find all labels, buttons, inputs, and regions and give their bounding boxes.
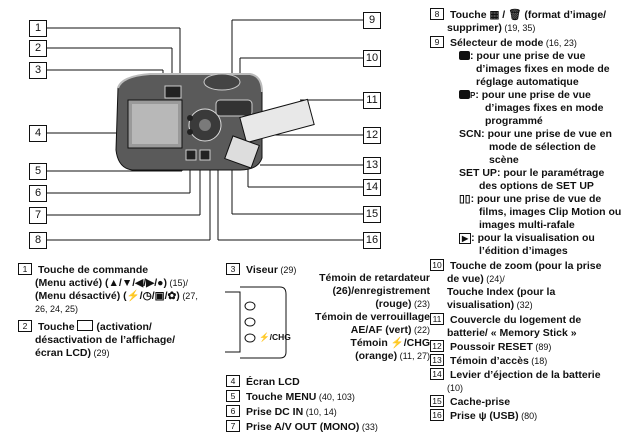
mode-playback: ▶: pour la visualisation ou l’édition d’…: [459, 232, 639, 258]
callout-15: 15: [363, 206, 381, 223]
mode-program: P: pour une prise de vue d’images fixes …: [459, 89, 639, 128]
callout-13: 13: [363, 157, 381, 174]
mode-movie: ▯▯: pour une prise de vue de films, imag…: [459, 193, 622, 231]
callout-2: 2: [29, 40, 47, 57]
mode-auto: : pour une prise de vue d’images fixes e…: [459, 50, 639, 89]
viewfinder-diagram: [225, 286, 287, 359]
mode-scn: SCN: pour une prise de vue en mode de sé…: [459, 128, 612, 166]
callout-9: 9: [363, 12, 381, 29]
callout-16: 16: [363, 232, 381, 249]
callout-7: 7: [29, 207, 47, 224]
callout-11: 11: [363, 92, 381, 109]
play-icon: ▶: [459, 233, 472, 244]
callout-12: 12: [363, 127, 381, 144]
callout-4: 4: [29, 125, 47, 142]
camera-program-icon: [459, 90, 470, 99]
callout-10: 10: [363, 50, 381, 67]
movie-icon: ▯▯: [459, 193, 471, 205]
callout-5: 5: [29, 163, 47, 180]
callout-3: 3: [29, 62, 47, 79]
callout-1: 1: [29, 20, 47, 37]
mode-setup: SET UP: pour le paramétrage des options …: [459, 167, 605, 192]
camera-illustration: [46, 19, 363, 241]
display-toggle-icon: [77, 320, 94, 331]
callout-14: 14: [363, 179, 381, 196]
callout-8: 8: [29, 232, 47, 249]
viseur-lamps: Témoin de retardateur (26)/enregistremen…: [315, 272, 430, 362]
camera-icon: [459, 51, 470, 60]
chg-label: ⚡/CHG: [259, 332, 291, 342]
callout-6: 6: [29, 185, 47, 202]
